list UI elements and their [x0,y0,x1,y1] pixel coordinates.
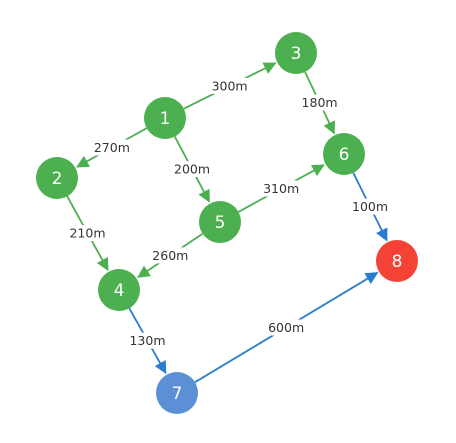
edge-label-background [352,198,389,215]
edge-label-background [268,319,305,336]
node-label: 7 [172,384,183,404]
node-circle [275,32,317,74]
edge-label-2-4: 210m [69,225,106,242]
edge-distance-label: 200m [174,162,210,177]
node-circle [323,133,365,175]
edge-distance-label: 180m [302,95,338,110]
edge-label-6-8: 100m [352,198,389,215]
edge-label-background [211,77,248,94]
node-circle [156,372,198,414]
node-8: 8 [376,240,418,282]
node-circle [98,269,140,311]
edge-label-background [263,180,300,197]
node-5: 5 [199,201,241,243]
edge-label-7-8: 600m [268,319,305,336]
nodes-layer: 1 2 3 4 5 6 7 8 [36,32,418,414]
node-7: 7 [156,372,198,414]
edge-distance-label: 100m [352,199,388,214]
edge-label-5-4: 260m [152,247,189,264]
node-label: 2 [52,169,63,189]
node-label: 3 [291,44,302,64]
edge-label-1-3: 300m [211,77,248,94]
edge-label-background [93,139,130,156]
edge-distance-label: 130m [129,333,165,348]
edge-label-1-2: 270m [93,139,130,156]
node-label: 5 [215,213,226,233]
edge-label-background [152,247,189,264]
node-circle [144,97,186,139]
edge-distance-label: 270m [94,140,130,155]
node-6: 6 [323,133,365,175]
edge-label-5-6: 310m [263,180,300,197]
edge-label-1-5: 200m [174,161,211,178]
edge-label-background [174,161,211,178]
edge-distance-label: 210m [69,226,105,241]
edge-label-3-6: 180m [301,94,338,111]
node-3: 3 [275,32,317,74]
edge-label-background [301,94,338,111]
node-label: 1 [160,109,171,129]
node-2: 2 [36,157,78,199]
edge-distance-label: 260m [152,248,188,263]
node-circle [36,157,78,199]
edge-label-background [129,332,166,349]
edge-distance-label: 310m [263,181,299,196]
edge-labels-layer: 300m 270m 200m 180m 310m 210m 260m 100m 130m 600m [69,77,389,349]
edge-distance-label: 300m [212,78,248,93]
node-1: 1 [144,97,186,139]
edge-distance-label: 600m [268,320,304,335]
node-label: 8 [392,252,403,272]
edge-label-4-7: 130m [129,332,166,349]
node-label: 4 [114,281,125,301]
node-circle [199,201,241,243]
edge-label-background [69,225,106,242]
node-4: 4 [98,269,140,311]
node-label: 6 [339,145,350,165]
node-circle [376,240,418,282]
